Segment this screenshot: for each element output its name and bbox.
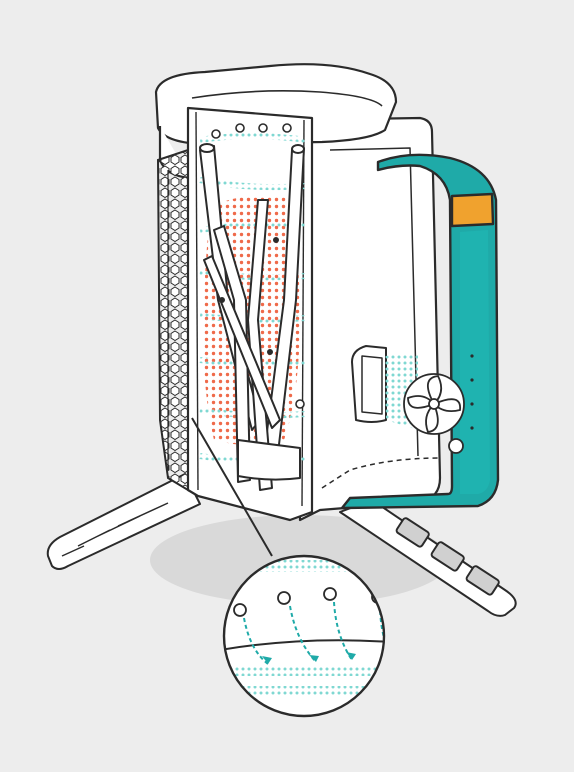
zoom-detail	[222, 554, 386, 718]
left-leg	[46, 473, 201, 570]
stove-body	[298, 116, 442, 522]
right-leg	[339, 499, 517, 617]
air-holes	[211, 123, 305, 409]
power-button-icon	[448, 438, 464, 454]
fan-icon	[403, 373, 465, 435]
sticks	[199, 143, 305, 491]
hex-grille-column	[156, 148, 189, 492]
status-leds	[470, 354, 474, 430]
combustion-chamber	[186, 106, 314, 522]
callout-line	[191, 417, 273, 557]
orange-band	[450, 192, 495, 228]
